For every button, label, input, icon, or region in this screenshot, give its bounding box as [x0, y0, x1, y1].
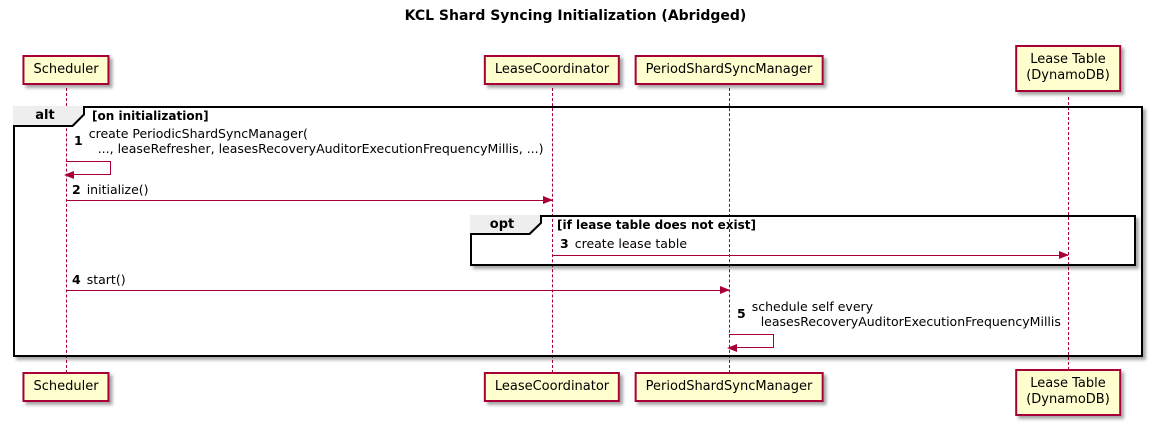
opt-operator-pentagon: opt [470, 215, 542, 235]
message-3-arrowhead-icon [1059, 251, 1069, 259]
alt-frame: alt [13, 106, 1143, 357]
alt-operator-pentagon: alt [13, 106, 85, 127]
opt-condition-label: [if lease table does not exist] [557, 218, 757, 232]
participant-lease-coordinator-top: LeaseCoordinator [483, 55, 621, 86]
message-1-self-arrow [64, 161, 111, 179]
message-1-number: 1 [74, 133, 83, 149]
participant-period-shard-sync-manager-top: PeriodShardSyncManager [634, 55, 824, 86]
message-2-number: 2 [72, 182, 81, 197]
message-3-arrow [552, 251, 1069, 259]
participant-period-shard-sync-manager-top-label: PeriodShardSyncManager [645, 62, 813, 77]
message-2-text: initialize() [86, 182, 149, 197]
message-5-number: 5 [737, 306, 746, 322]
participant-scheduler-top: Scheduler [22, 55, 110, 86]
message-3-text: create lease table [574, 236, 688, 251]
participant-scheduler-bottom: Scheduler [22, 372, 110, 403]
message-3-number: 3 [560, 236, 569, 251]
participant-lease-coordinator-bottom-label: LeaseCoordinator [494, 379, 610, 394]
message-2-arrowhead-icon [543, 196, 553, 204]
message-1: 1 create PeriodicShardSyncManager( ..., … [74, 126, 544, 157]
participant-lease-table-bottom: Lease Table (DynamoDB) [1015, 369, 1121, 416]
message-1-text: create PeriodicShardSyncManager( ..., le… [88, 126, 544, 157]
message-5: 5 schedule self every leasesRecoveryAudi… [737, 299, 1061, 330]
lifeline-period-shard-sync-manager [729, 88, 730, 373]
lifeline-lease-table [1068, 97, 1069, 370]
participant-lease-table-top: Lease Table (DynamoDB) [1015, 45, 1121, 92]
message-1-arrowhead-icon [64, 171, 74, 179]
opt-operator-label: opt [470, 215, 540, 233]
message-1-line2: ..., leaseRefresher, leasesRecoveryAudit… [97, 140, 544, 156]
message-5-self-arrow [727, 334, 774, 352]
participant-lease-table-top-label-line1: Lease Table [1030, 52, 1106, 67]
message-5-arrowhead-icon [727, 344, 737, 352]
participant-scheduler-bottom-label: Scheduler [33, 379, 99, 394]
message-5-line2: leasesRecoveryAuditorExecutionFrequencyM… [760, 313, 1061, 329]
message-5-text: schedule self every leasesRecoveryAudito… [751, 299, 1061, 330]
participant-lease-table-top-label-line2: (DynamoDB) [1026, 68, 1110, 84]
participant-scheduler-top-label: Scheduler [33, 62, 99, 77]
message-2: 2 initialize() [72, 182, 149, 198]
alt-condition-label: [on initialization] [92, 109, 209, 123]
opt-frame: opt [470, 215, 1136, 266]
lifeline-lease-coordinator [552, 88, 553, 373]
message-4-number: 4 [72, 272, 81, 287]
message-4-arrowhead-icon [720, 286, 730, 294]
lifeline-scheduler [66, 88, 67, 373]
message-1-line1: create PeriodicShardSyncManager( [88, 126, 308, 141]
message-4: 4 start() [72, 272, 126, 288]
message-3: 3 create lease table [560, 236, 688, 252]
message-5-line1: schedule self every [751, 299, 874, 314]
message-2-arrow [66, 196, 553, 204]
participant-lease-coordinator-top-label: LeaseCoordinator [494, 62, 610, 77]
participant-period-shard-sync-manager-bottom-label: PeriodShardSyncManager [645, 379, 813, 394]
participant-lease-coordinator-bottom: LeaseCoordinator [483, 372, 621, 403]
diagram-title: KCL Shard Syncing Initialization (Abridg… [404, 8, 747, 24]
participant-period-shard-sync-manager-bottom: PeriodShardSyncManager [634, 372, 824, 403]
message-4-arrow [66, 286, 730, 294]
alt-operator-label: alt [13, 106, 83, 125]
participant-lease-table-bottom-label-line1: Lease Table [1030, 376, 1106, 391]
message-4-text: start() [86, 272, 126, 287]
participant-lease-table-bottom-label-line2: (DynamoDB) [1026, 392, 1110, 408]
